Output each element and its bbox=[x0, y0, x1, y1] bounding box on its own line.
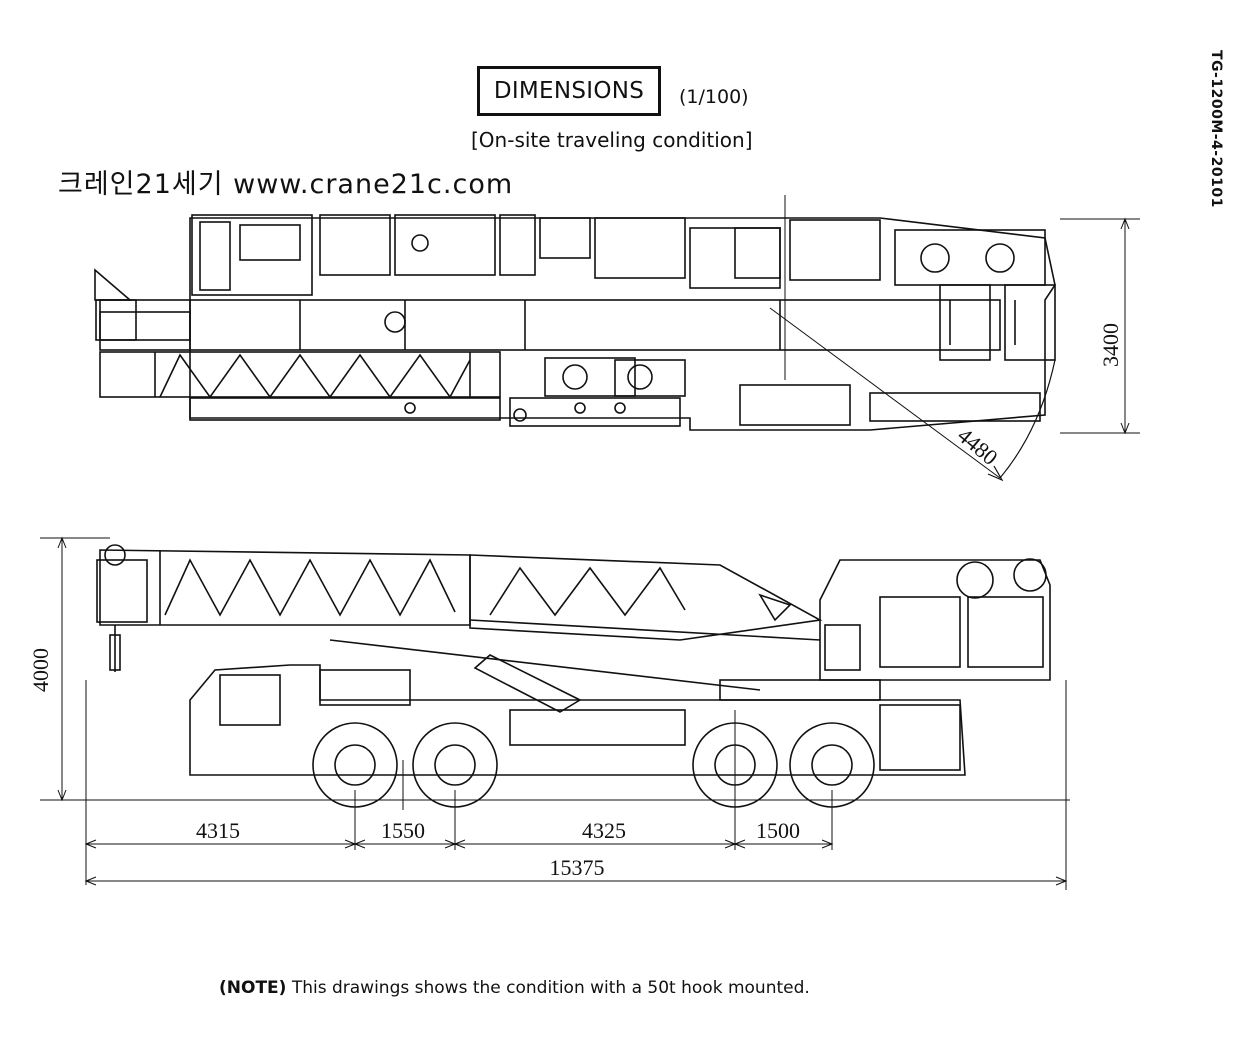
note-text: This drawings shows the condition with a… bbox=[286, 978, 810, 998]
axle-dim-3: 4325 bbox=[582, 818, 626, 843]
axle-dim-2: 1550 bbox=[381, 818, 425, 843]
note: (NOTE) This drawings shows the condition… bbox=[219, 978, 810, 998]
watermark-text: 크레인21세기 www.crane21c.com bbox=[58, 169, 514, 200]
side-view bbox=[40, 536, 1070, 890]
document-id: TG-1200M-4-20101 bbox=[1208, 50, 1224, 208]
scale-label: (1/100) bbox=[679, 86, 749, 108]
swing-radius-dim: 4480 bbox=[953, 423, 1003, 470]
note-prefix: (NOTE) bbox=[219, 978, 287, 998]
subtitle: [On-site traveling condition] bbox=[471, 128, 753, 152]
title-box: DIMENSIONS bbox=[477, 66, 661, 116]
top-view bbox=[94, 195, 1140, 482]
top-height-dim: 3400 bbox=[1098, 323, 1123, 367]
side-height-dim: 4000 bbox=[28, 648, 53, 692]
axle-dim-1: 4315 bbox=[196, 818, 240, 843]
axle-dim-4: 1500 bbox=[756, 818, 800, 843]
page-title: DIMENSIONS bbox=[493, 78, 645, 104]
overall-length-dim: 15375 bbox=[550, 855, 605, 880]
